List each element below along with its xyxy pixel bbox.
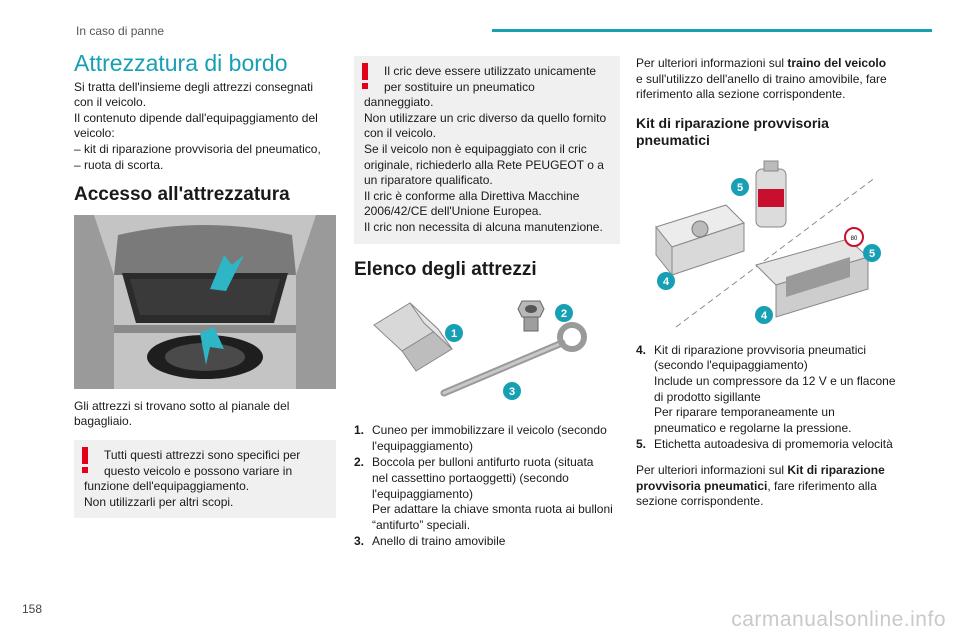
- column-3: Per ulteriori informazioni sul traino de…: [636, 56, 916, 516]
- kit-case-icon: [755, 238, 869, 318]
- svg-text:5: 5: [737, 182, 743, 194]
- warning-icon: [82, 446, 88, 473]
- running-header: In caso di panne: [76, 24, 165, 38]
- kit-list: 4. Kit di riparazione provvisoria pneuma…: [636, 343, 916, 453]
- trunk-illustration: [74, 214, 336, 389]
- callout-2: [555, 304, 573, 323]
- intro-paragraph: Si tratta dell'insieme degli attrezzi co…: [74, 79, 321, 172]
- callout-3: [503, 382, 521, 401]
- svg-text:3: 3: [509, 386, 515, 398]
- svg-text:2: 2: [561, 308, 567, 320]
- svg-text:1: 1: [451, 328, 457, 340]
- callout-5: [731, 177, 749, 196]
- column-2: Il cric deve essere utilizzato unicament…: [354, 56, 620, 551]
- tools-illustration: 1 2 3: [354, 289, 620, 409]
- svg-text:4: 4: [761, 310, 768, 322]
- tools-list-heading: Elenco degli attrezzi: [354, 258, 537, 280]
- watermark: carmanualsonline.info: [731, 608, 946, 631]
- trunk-image: [74, 214, 336, 389]
- tools-list: 1. Cuneo per immobilizzare il veicolo (s…: [354, 423, 620, 550]
- down-arrow-icon: [200, 326, 224, 365]
- warning-box: Tutti questi attrezzi sono specifici per…: [74, 439, 336, 519]
- list-item: 5. Etichetta autoadesiva di promemoria v…: [636, 437, 893, 452]
- column-1: Attrezzatura di bordo Si tratta dell'ins…: [74, 50, 336, 528]
- socket-icon: [517, 300, 545, 332]
- kit-reference: Per ulteriori informazioni sul Kit di ri…: [636, 462, 885, 509]
- speed-sticker-icon: 80: [844, 226, 864, 247]
- list-item: 1. Cuneo per immobilizzare il veicolo (s…: [354, 423, 607, 453]
- list-item: 2. Boccola per bulloni antifurto ruota (…: [354, 455, 613, 532]
- list-item: 4. Kit di riparazione provvisoria pneuma…: [636, 342, 896, 435]
- access-caption: Gli attrezzi si trovano sotto al pianale…: [74, 398, 290, 429]
- page-number: 158: [22, 602, 43, 616]
- warning-icon: [362, 63, 368, 89]
- up-arrow-icon: [210, 254, 244, 291]
- callout-4: [657, 271, 675, 290]
- sealant-bottle-icon: [755, 160, 787, 228]
- jack-warning-box: Il cric deve essere utilizzato unicament…: [354, 56, 620, 244]
- svg-text:5: 5: [869, 248, 875, 260]
- svg-text:80: 80: [851, 236, 858, 242]
- towing-reference: Per ulteriori informazioni sul traino de…: [636, 56, 887, 102]
- list-item: 3. Anello di traino amovibile: [354, 534, 506, 549]
- kit-heading: Kit di riparazione provvisoria pneumatic…: [636, 114, 829, 148]
- svg-text:4: 4: [663, 276, 670, 288]
- callout-5b: [863, 243, 881, 262]
- towing-eye-icon: [440, 322, 587, 397]
- page-title: Attrezzatura di bordo: [74, 50, 288, 76]
- access-heading: Accesso all'attrezzatura: [74, 184, 290, 206]
- header-accent-bar: [492, 29, 932, 32]
- compressor-icon: [655, 204, 745, 277]
- repair-kit-illustration: 80 5 5 4 4: [636, 157, 886, 337]
- callout-1: [445, 324, 463, 343]
- callout-4b: [755, 305, 773, 324]
